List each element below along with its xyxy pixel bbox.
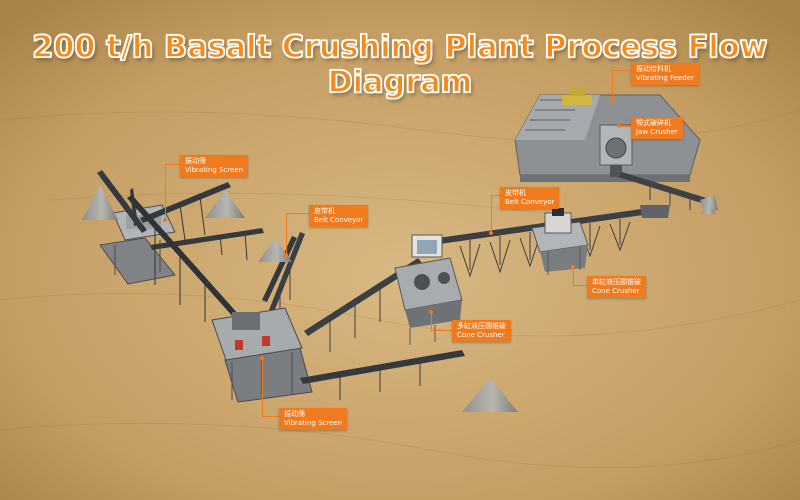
diagram-title: 200 t/h Basalt Crushing Plant Process Fl… [32, 29, 768, 100]
cone-crusher-center-unit [394, 234, 463, 345]
conveyor-center-upper [304, 258, 422, 352]
conveyor-output-bottom [300, 350, 465, 400]
conveyor-long-left [127, 195, 248, 328]
screen-station-lower [211, 307, 313, 403]
belt-conveyor-left-unit [262, 236, 297, 302]
screen-station-upper [97, 170, 264, 285]
cone-crusher-right-unit [531, 208, 589, 275]
stockpiles [82, 185, 716, 412]
conveyor-jaw-out [618, 172, 718, 215]
